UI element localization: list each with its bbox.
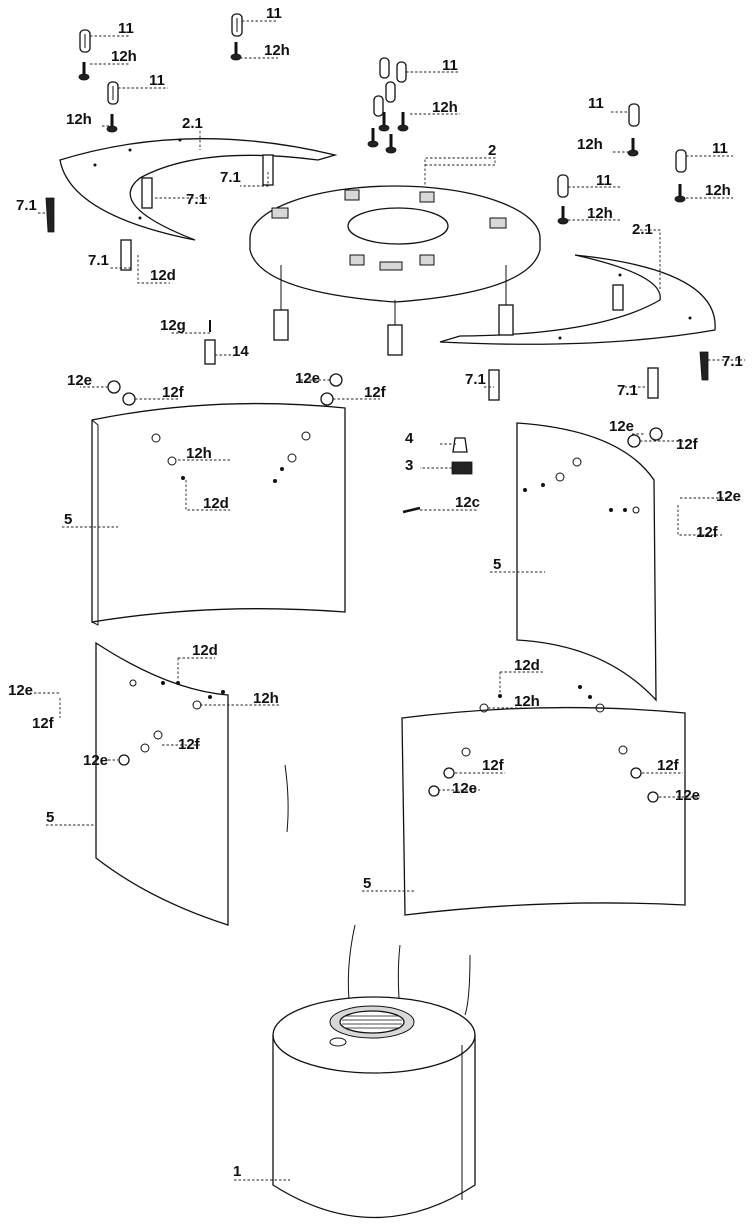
label-5: 5	[64, 511, 72, 528]
label-12h: 12h	[111, 48, 137, 65]
bracket-icon	[45, 154, 709, 401]
spacer-and-fittings	[107, 320, 663, 514]
screw-icon	[78, 62, 90, 81]
label-12f: 12f	[32, 715, 55, 732]
label-12e: 12e	[675, 787, 700, 804]
label-12e: 12e	[295, 370, 320, 387]
wall-plug-icon	[373, 57, 407, 117]
label-12f: 12f	[696, 524, 719, 541]
label-3: 3	[405, 457, 413, 474]
label-12e: 12e	[609, 418, 634, 435]
label-5: 5	[363, 875, 371, 892]
label-12d: 12d	[514, 657, 540, 674]
label-12f: 12f	[162, 384, 185, 401]
trim-ring-half-left	[59, 138, 338, 241]
label-12c: 12c	[455, 494, 480, 511]
label-12h: 12h	[253, 690, 279, 707]
label-12e: 12e	[83, 752, 108, 769]
label-12d: 12d	[203, 495, 229, 512]
label-12f: 12f	[482, 757, 505, 774]
label-12h: 12h	[577, 136, 603, 153]
callout-labels: 11 12h 11 12h 11 12h 2.1 11 12h 2 11 12h…	[8, 5, 743, 1180]
label-12e: 12e	[452, 780, 477, 797]
label-11: 11	[712, 140, 728, 157]
label-11: 11	[596, 172, 612, 189]
label-12h: 12h	[514, 693, 540, 710]
label-11: 11	[442, 57, 458, 74]
label-1: 1	[233, 1163, 241, 1180]
screw-icon	[557, 138, 686, 225]
label-12e: 12e	[716, 488, 741, 505]
fixing-hardware	[78, 13, 687, 225]
label-7-1: 7.1	[16, 197, 37, 214]
label-12f: 12f	[178, 736, 201, 753]
cover-panel-top-left	[91, 402, 346, 626]
label-7-1: 7.1	[465, 371, 486, 388]
label-12h: 12h	[66, 111, 92, 128]
wall-plug-icon	[557, 103, 687, 198]
label-12d: 12d	[192, 642, 218, 659]
label-12e: 12e	[67, 372, 92, 389]
label-11: 11	[149, 72, 165, 89]
label-12h: 12h	[587, 205, 613, 222]
cover-panel-bottom-left	[95, 641, 229, 926]
label-11: 11	[266, 5, 282, 22]
screw-icon	[367, 112, 409, 154]
label-11: 11	[588, 95, 604, 112]
label-7-1: 7.1	[186, 191, 207, 208]
label-12h: 12h	[186, 445, 212, 462]
label-7-1: 7.1	[88, 252, 109, 269]
label-12f: 12f	[364, 384, 387, 401]
label-14: 14	[232, 343, 249, 360]
label-2: 2	[488, 142, 496, 159]
mounting-plate	[249, 185, 541, 356]
cover-panel-bottom-right	[401, 685, 686, 916]
label-12h: 12h	[432, 99, 458, 116]
hood-body	[272, 764, 476, 1219]
leader-lines	[34, 20, 745, 1181]
label-4: 4	[405, 430, 414, 447]
label-12f: 12f	[676, 436, 699, 453]
label-5: 5	[493, 556, 501, 573]
label-5: 5	[46, 809, 54, 826]
label-7-1: 7.1	[220, 169, 241, 186]
label-11: 11	[118, 20, 134, 37]
screw-icon	[230, 42, 242, 61]
label-12g: 12g	[160, 317, 186, 334]
screw-icon	[106, 114, 118, 133]
label-12e: 12e	[8, 682, 33, 699]
label-2-1: 2.1	[182, 115, 203, 132]
wall-plug-icon	[231, 13, 243, 37]
label-7-1: 7.1	[617, 382, 638, 399]
wall-plug-icon	[107, 81, 119, 105]
label-12d: 12d	[150, 267, 176, 284]
cover-panel-top-right	[516, 422, 657, 702]
trim-ring-half-right	[439, 254, 716, 345]
label-2-1: 2.1	[632, 221, 653, 238]
label-12h: 12h	[705, 182, 731, 199]
label-12f: 12f	[657, 757, 680, 774]
label-7-1: 7.1	[722, 353, 743, 370]
label-12h: 12h	[264, 42, 290, 59]
wall-plug-icon	[79, 29, 91, 53]
